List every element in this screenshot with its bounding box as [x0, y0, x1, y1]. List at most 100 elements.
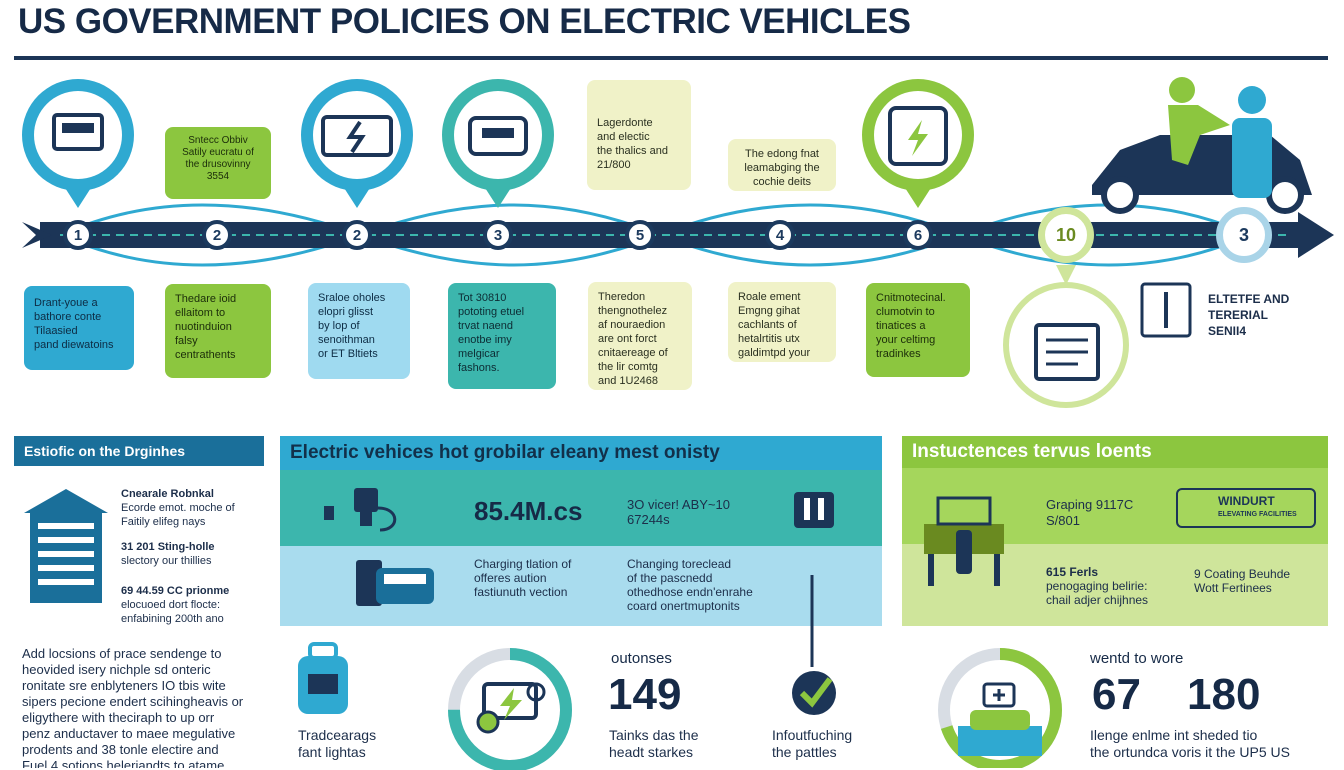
- title-rule: [14, 56, 1328, 60]
- milestone-line: Tot 30810: [458, 292, 507, 304]
- milestone-line: Drant-youe a: [34, 297, 98, 309]
- milestone-line: Cnitmotecinal.: [876, 292, 946, 304]
- bottom-label-2: Tainks das the headt starkes: [609, 727, 699, 761]
- bottom-right-heading: wentd to wore: [1090, 650, 1184, 667]
- row-line: coard onertmuptonits: [627, 599, 740, 613]
- callout-line: 3554: [206, 171, 230, 182]
- label-line: the ortundca voris it the UP5 US: [1090, 744, 1290, 760]
- panel-mid-row2-a: Charging tlation of offeres aution fasti…: [474, 557, 571, 599]
- panel-right-row1: Graping 9117C S/801: [1046, 497, 1133, 529]
- panel-mid-heading: Electric vehices hot grobilar eleany mes…: [280, 436, 882, 470]
- timeline-tail: [22, 222, 52, 248]
- milestone-line: cachlants of: [738, 319, 797, 331]
- plug-icon: [794, 492, 834, 528]
- note-line: SENII4: [1208, 324, 1247, 338]
- page-title: US GOVERNMENT POLICIES ON ELECTRIC VEHIC…: [18, 2, 911, 41]
- milestone-line: trvat naend: [458, 320, 514, 332]
- milestone-line: fashons.: [458, 362, 500, 374]
- bottom-label-1: Tradcearags fant lightas: [298, 727, 376, 761]
- milestone-line: enotbe imy: [458, 334, 512, 346]
- paragraph-line: prodents and 38 tonle electire and: [22, 742, 219, 757]
- panel-left-paragraph: Add locsions of prace sendenge to heovid…: [22, 646, 272, 768]
- milestone-line: ellaitom to: [175, 307, 226, 319]
- milestone-line: and 1U2468: [598, 375, 658, 387]
- stat-side-line: 67244s: [627, 512, 670, 527]
- row-line: chail adjer chijhnes: [1046, 593, 1149, 607]
- row-line: othedhose endn'enrahe: [627, 585, 753, 599]
- timeline-arrowhead: [1298, 212, 1334, 258]
- label-line: Tainks das the: [609, 727, 699, 743]
- gauge-charge: [448, 648, 572, 770]
- check-icon: [792, 575, 836, 715]
- item-line: 69 44.59 CC prionme: [121, 585, 230, 597]
- badge-sub: ELEVATING FACILITIES: [1218, 511, 1297, 518]
- paragraph-line: ronitate sre enblyteners IO tbis wite: [22, 678, 226, 693]
- milestone-line: elopri glisst: [318, 306, 374, 318]
- milestone-line: by lop of: [318, 320, 360, 332]
- bottom-label-3: Infoutfuching the pattles: [772, 727, 852, 761]
- label-line: Infoutfuching: [772, 727, 853, 743]
- milestone-line: Thedare ioid: [175, 293, 237, 305]
- milestone-box: Thedare ioid ellaitom to nuotinduion fal…: [165, 284, 271, 378]
- milestone-box: Cnitmotecinal. clumotvin to tinatices a …: [866, 283, 970, 377]
- paragraph-line: penz anductaver to maee megulative: [22, 726, 236, 741]
- milestone-line: clumotvin to: [876, 306, 935, 318]
- callout-line: and electic: [597, 131, 650, 143]
- milestone-box: Theredon thengnothelez af nouraedion are…: [588, 282, 692, 390]
- milestone-line: melgicar: [458, 348, 500, 360]
- note-line: ELTETFE AND: [1208, 292, 1290, 306]
- callout-line: cochie deits: [752, 176, 812, 188]
- bottom-small-heading: outonses: [611, 650, 672, 667]
- callout-line: Satily eucratu of: [182, 147, 254, 158]
- timeline-node: 4: [765, 220, 795, 250]
- windurt-badge: WINDURT ELEVATING FACILITIES: [1176, 488, 1316, 528]
- milestone-line: cnitaereage of: [598, 347, 668, 359]
- callout-line: the thalics and: [597, 145, 668, 157]
- stat-side-line: 3O vicer! ABY~10: [627, 497, 730, 512]
- row-line: fastiunuth vection: [474, 585, 568, 599]
- milestone-box: Tot 30810 pototing etuel trvat naend eno…: [448, 283, 556, 389]
- milestone-line: Sraloe oholes: [318, 292, 386, 304]
- milestone-line: Emgng gihat: [738, 305, 800, 317]
- milestone-line: thengnothelez: [598, 305, 668, 317]
- row-line: Graping 9117C: [1046, 497, 1134, 512]
- label-line: the pattles: [772, 744, 837, 760]
- milestone-line: galdimtpd your: [738, 347, 811, 359]
- label-line: headt starkes: [609, 744, 694, 760]
- panel-mid-row2-b: Changing toreclead of the pascnedd othed…: [627, 557, 753, 613]
- milestone-box: Drant-youe a bathore conte Tilaasied pan…: [24, 286, 134, 370]
- paragraph-line: Add locsions of prace sendenge to: [22, 646, 222, 661]
- timeline-node: 6: [903, 220, 933, 250]
- paragraph-line: sipers pecione endert scihingheavis or: [22, 694, 244, 709]
- milestone-line: pototing etuel: [458, 306, 525, 318]
- row-line: of the pascnedd: [627, 571, 713, 585]
- item-line: Ecorde emot. moche of: [121, 502, 235, 514]
- bottom-stat-1: 149: [608, 670, 682, 719]
- milestone-line: tradinkes: [876, 348, 921, 360]
- building-icon: [24, 489, 108, 603]
- bottom-stat-3: 180: [1187, 670, 1261, 719]
- pin-tablet: [862, 79, 974, 208]
- panel-left-item: 31 201 Sting-holle slectory our thillies: [121, 540, 215, 568]
- callout-line: 21/800: [597, 159, 631, 171]
- callout-line: the drusovinny: [185, 159, 251, 170]
- milestone-line: Tilaasied: [34, 325, 78, 337]
- row-line: 615 Ferls: [1046, 565, 1099, 579]
- paragraph-line: eligythere with theciraph to up orr: [22, 710, 215, 725]
- callout-line: Sntecc Obbiv: [188, 135, 248, 146]
- pin-lightning: [301, 79, 413, 208]
- milestone-line: centrathents: [175, 349, 236, 361]
- timeline-node: 3: [483, 220, 513, 250]
- milestone-line: hetalrtitis utx: [738, 333, 800, 345]
- row-line: Changing toreclead: [627, 557, 732, 571]
- milestone-line: Roale ement: [738, 291, 801, 303]
- panel-right-heading: Instuctences tervus loents: [902, 436, 1328, 468]
- panel-mid-stat: 85.4M.cs: [474, 496, 583, 526]
- milestone-line: af nouraedion: [598, 319, 666, 331]
- row-line: penogaging belirie:: [1046, 579, 1148, 593]
- bottom-label-4: Ilenge enlme int sheded tio the ortundca…: [1090, 727, 1290, 761]
- charger-station-icon: [924, 496, 1004, 586]
- row-line: S/801: [1046, 513, 1080, 528]
- label-line: Ilenge enlme int sheded tio: [1090, 727, 1258, 743]
- milestone-line: your celtimg: [876, 334, 936, 346]
